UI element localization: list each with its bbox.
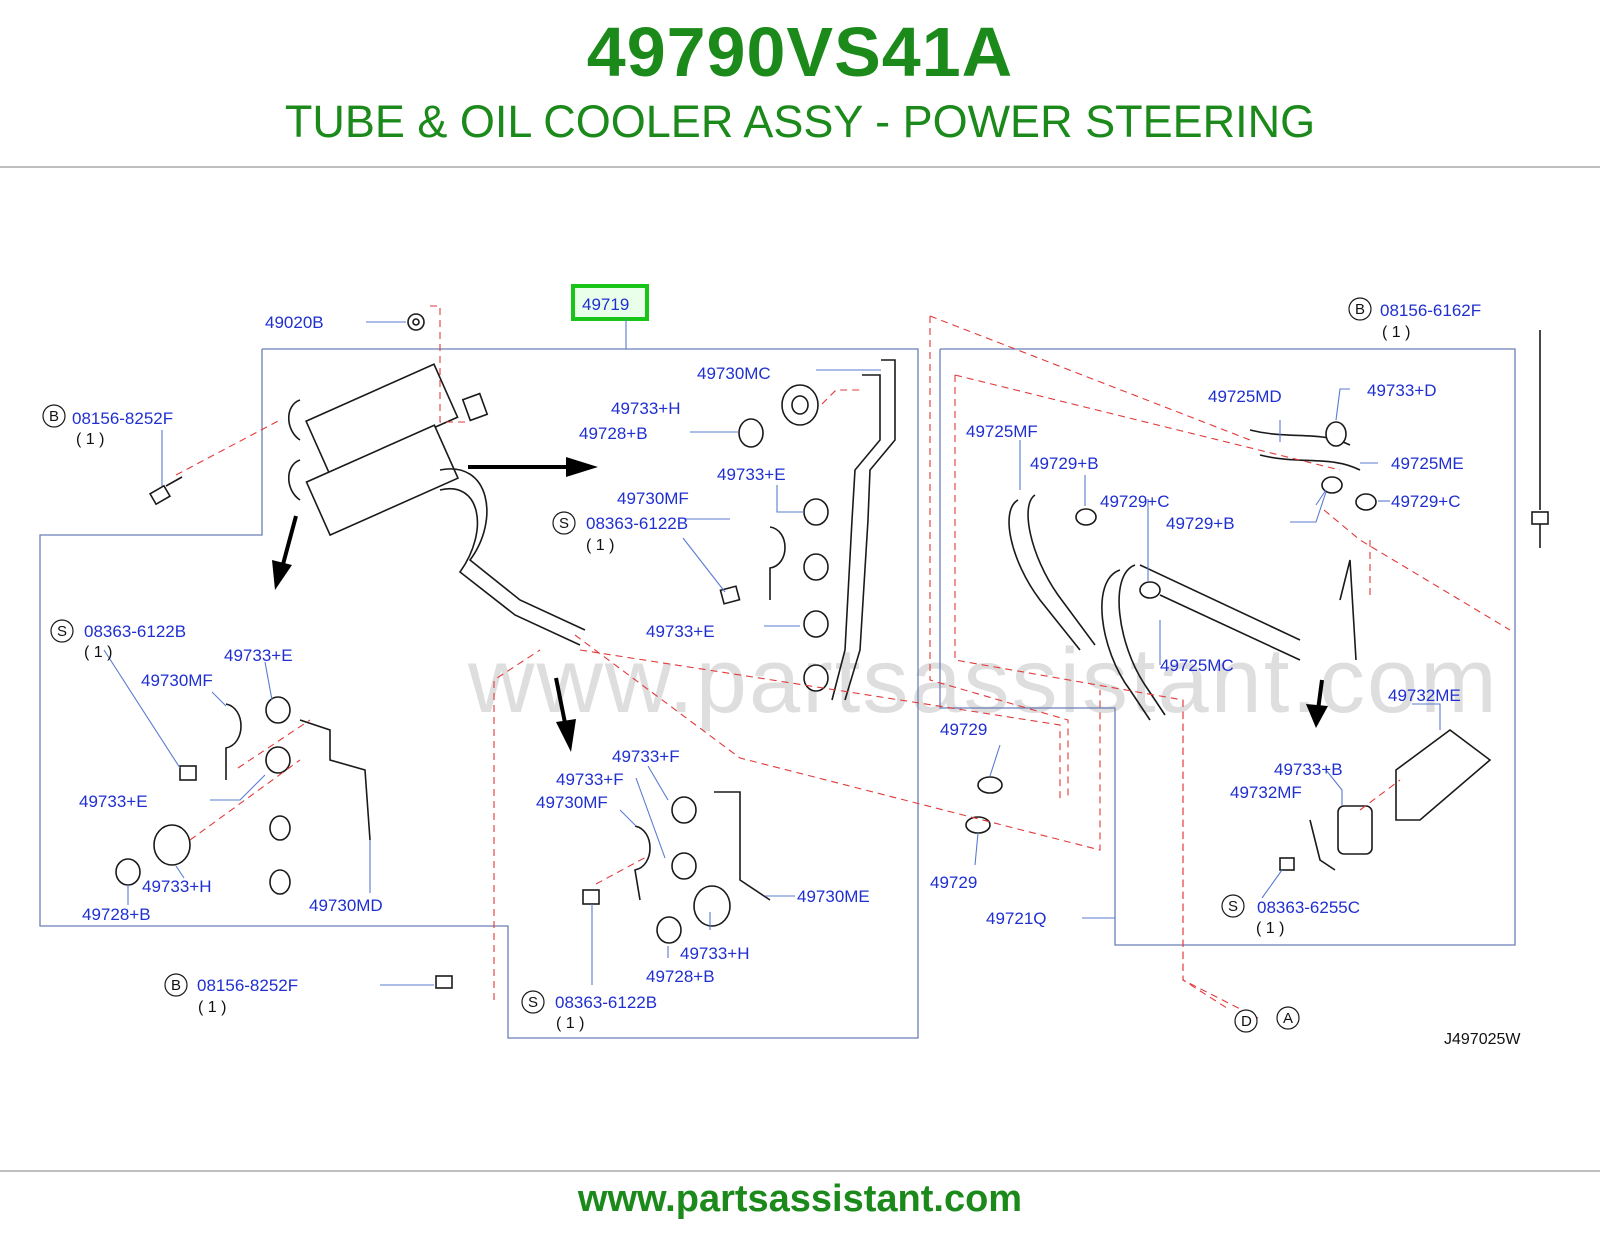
label-s-top-qty: ( 1 ) bbox=[586, 537, 614, 554]
svg-text:B: B bbox=[171, 977, 181, 994]
label-49730mf-left[interactable]: 49730MF bbox=[141, 671, 213, 690]
label-49020b[interactable]: 49020B bbox=[265, 313, 324, 332]
marker-s-right bbox=[1221, 894, 1245, 918]
label-49729-a[interactable]: 49729 bbox=[940, 720, 987, 739]
label-49725mf[interactable]: 49725MF bbox=[966, 422, 1038, 441]
label-49729b-b[interactable]: 49729+B bbox=[1166, 514, 1235, 533]
footer-website-link[interactable]: www.partsassistant.com bbox=[577, 1178, 1023, 1220]
label-49730mf-bot[interactable]: 49730MF bbox=[536, 793, 608, 812]
drawing-code: J497025W bbox=[1444, 1031, 1521, 1048]
label-49729c-a[interactable]: 49729+C bbox=[1100, 492, 1169, 511]
label-49728b-left[interactable]: 49728+B bbox=[82, 905, 151, 924]
oil-cooler-assembly bbox=[287, 363, 586, 646]
label-s-left-qty: ( 1 ) bbox=[84, 644, 112, 661]
leader-lines bbox=[103, 321, 1441, 986]
svg-text:S: S bbox=[528, 994, 538, 1011]
svg-text:B: B bbox=[49, 408, 59, 425]
svg-text:A: A bbox=[1283, 1010, 1293, 1027]
label-b-bot-qty: ( 1 ) bbox=[198, 999, 226, 1016]
label-b-left-code[interactable]: 08156-8252F bbox=[72, 409, 173, 428]
marker-s-bottom bbox=[521, 990, 545, 1014]
label-49725md[interactable]: 49725MD bbox=[1208, 387, 1282, 406]
label-49730mf-top[interactable]: 49730MF bbox=[617, 489, 689, 508]
marker-b-bottom bbox=[164, 973, 188, 997]
part-number-title: 49790VS41A bbox=[586, 13, 1014, 91]
marker-b-left bbox=[42, 404, 66, 428]
label-49733h-left[interactable]: 49733+H bbox=[142, 877, 211, 896]
highlight-box-49719[interactable] bbox=[571, 284, 649, 321]
part-labels: 49020B 08156-8252F ( 1 ) 49730MC 49733+H… bbox=[72, 301, 1521, 1048]
marker-a bbox=[1276, 1006, 1300, 1030]
label-49732mf[interactable]: 49732MF bbox=[1230, 783, 1302, 802]
label-49733e-top[interactable]: 49733+E bbox=[717, 465, 786, 484]
label-49733b[interactable]: 49733+B bbox=[1274, 760, 1343, 779]
label-b-left-qty: ( 1 ) bbox=[76, 431, 104, 448]
label-49725me[interactable]: 49725ME bbox=[1391, 454, 1464, 473]
label-s-top-code[interactable]: 08363-6122B bbox=[586, 514, 688, 533]
label-49721q[interactable]: 49721Q bbox=[986, 909, 1047, 928]
label-b-bot-code[interactable]: 08156-8252F bbox=[197, 976, 298, 995]
label-49733d[interactable]: 49733+D bbox=[1367, 381, 1436, 400]
svg-text:S: S bbox=[1228, 898, 1238, 915]
page-header: 49790VS41A TUBE & OIL COOLER ASSY - POWE… bbox=[0, 0, 1600, 168]
label-49733h-top[interactable]: 49733+H bbox=[611, 399, 680, 418]
marker-d bbox=[1234, 1009, 1258, 1033]
svg-text:S: S bbox=[57, 623, 67, 640]
label-s-right-code[interactable]: 08363-6255C bbox=[1257, 898, 1360, 917]
svg-text:B: B bbox=[1355, 301, 1365, 318]
dashed-guide-lines bbox=[175, 305, 1511, 1019]
hardware-parts bbox=[115, 313, 1549, 989]
svg-text:D: D bbox=[1241, 1013, 1252, 1030]
label-49729b-a[interactable]: 49729+B bbox=[1030, 454, 1099, 473]
marker-s-top bbox=[552, 511, 576, 535]
label-49728b-top[interactable]: 49728+B bbox=[579, 424, 648, 443]
label-49728b-bot[interactable]: 49728+B bbox=[646, 967, 715, 986]
label-49730mc[interactable]: 49730MC bbox=[697, 364, 771, 383]
frame-left-assembly bbox=[39, 348, 919, 1039]
label-49733h-bot[interactable]: 49733+H bbox=[680, 944, 749, 963]
label-49729-b[interactable]: 49729 bbox=[930, 873, 977, 892]
label-49733e-mid[interactable]: 49733+E bbox=[646, 622, 715, 641]
label-49729c-b[interactable]: 49729+C bbox=[1391, 492, 1460, 511]
label-49733f-a[interactable]: 49733+F bbox=[612, 747, 680, 766]
highlighted-part-label[interactable]: 49719 bbox=[582, 295, 629, 314]
label-49732me[interactable]: 49732ME bbox=[1388, 686, 1461, 705]
part-description: TUBE & OIL COOLER ASSY - POWER STEERING bbox=[284, 96, 1316, 147]
watermark-text: www.partsassistant.com bbox=[467, 630, 1499, 732]
label-s-right-qty: ( 1 ) bbox=[1256, 920, 1284, 937]
frame-right-assembly bbox=[939, 348, 1516, 946]
direction-arrows bbox=[272, 457, 1328, 752]
marker-s-left bbox=[50, 619, 74, 643]
label-b-right-code[interactable]: 08156-6162F bbox=[1380, 301, 1481, 320]
label-s-left-code[interactable]: 08363-6122B bbox=[84, 622, 186, 641]
label-49733f-b[interactable]: 49733+F bbox=[556, 770, 624, 789]
footer-divider bbox=[0, 1170, 1600, 1172]
label-49733e-left2[interactable]: 49733+E bbox=[79, 792, 148, 811]
marker-b-right bbox=[1348, 297, 1372, 321]
label-49725mc[interactable]: 49725MC bbox=[1160, 656, 1234, 675]
label-49730md[interactable]: 49730MD bbox=[309, 896, 383, 915]
svg-text:S: S bbox=[559, 515, 569, 532]
label-s-bot-qty: ( 1 ) bbox=[556, 1015, 584, 1032]
label-49733e-left[interactable]: 49733+E bbox=[224, 646, 293, 665]
label-b-right-qty: ( 1 ) bbox=[1382, 324, 1410, 341]
circle-markers: B S S B S B S D A bbox=[42, 297, 1372, 1033]
header-divider bbox=[0, 166, 1600, 168]
label-49730me[interactable]: 49730ME bbox=[797, 887, 870, 906]
label-s-bot-code[interactable]: 08363-6122B bbox=[555, 993, 657, 1012]
